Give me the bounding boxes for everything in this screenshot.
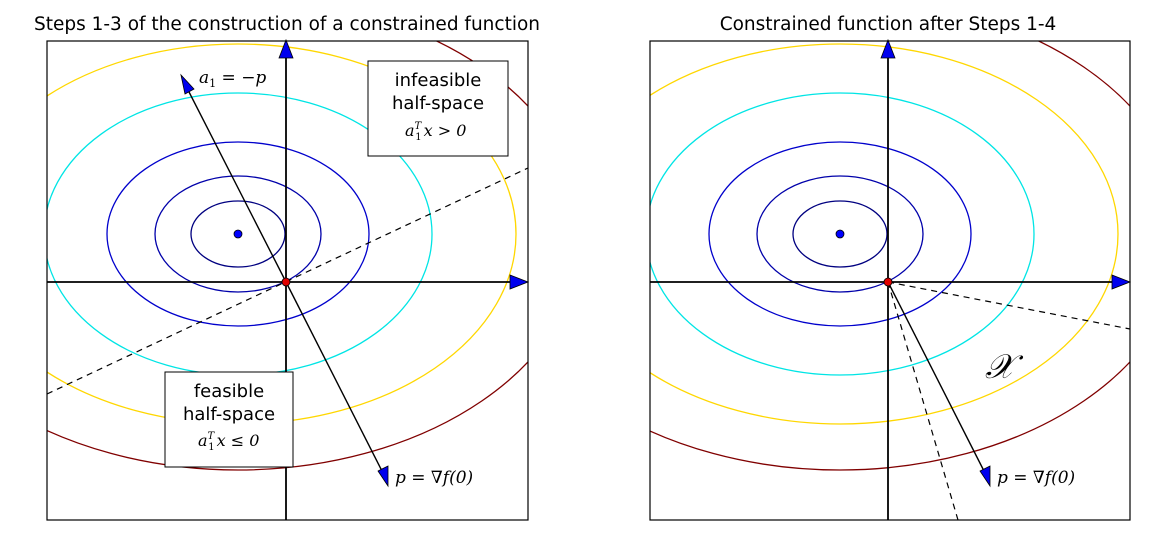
right-center-point (835, 229, 845, 239)
left-contour-inner (190, 200, 286, 268)
left-y-axis-arrowhead (278, 38, 294, 59)
left-contour-outer (47, 41, 528, 471)
left-x-axis-arrowhead (509, 274, 530, 290)
right-panel: 𝒳 p = ∇f(0) (649, 38, 1132, 521)
left-a1-vector (186, 87, 287, 283)
right-contour-outer (650, 41, 1130, 471)
right-cone-boundary-1 (887, 281, 1130, 330)
left-contour-mid (106, 141, 370, 327)
right-contour-inner (792, 200, 888, 268)
left-panel: a1 = −p p = ∇f(0) infeasible half-space … (46, 38, 530, 521)
left-origin-point (281, 277, 291, 287)
feasible-line1: feasible (194, 381, 264, 402)
infeasible-line1: infeasible (395, 70, 482, 91)
right-p-vector (887, 281, 985, 472)
left-contour-inner2 (154, 175, 322, 293)
left-plot-frame (46, 40, 529, 521)
right-p-label: p = ∇f(0) (997, 468, 1075, 488)
left-p-arrowhead (377, 465, 389, 488)
right-cone-boundary-2 (887, 281, 959, 520)
feasible-line2: half-space (183, 404, 275, 425)
right-contour-mid (708, 141, 972, 327)
right-feasible-region-label: 𝒳 (985, 347, 1024, 387)
right-x-axis-arrowhead (1111, 274, 1132, 290)
right-y-axis-arrowhead (880, 38, 896, 59)
left-a1-label: a1 = −p (199, 68, 266, 90)
right-origin-point (883, 277, 893, 287)
right-plot-frame (649, 40, 1131, 521)
left-center-point (233, 229, 243, 239)
right-contour-cyan (650, 92, 1035, 376)
left-a1-arrowhead (180, 73, 195, 95)
right-panel-title: Constrained function after Steps 1-4 (719, 14, 1057, 35)
left-panel-title: Steps 1-3 of the construction of a const… (33, 14, 541, 35)
right-contour-gold (650, 43, 1119, 425)
right-contour-inner2 (756, 175, 924, 293)
left-p-vector (285, 281, 383, 472)
infeasible-line2: half-space (392, 93, 484, 114)
right-p-arrowhead (979, 465, 991, 488)
left-p-label: p = ∇f(0) (395, 468, 473, 488)
